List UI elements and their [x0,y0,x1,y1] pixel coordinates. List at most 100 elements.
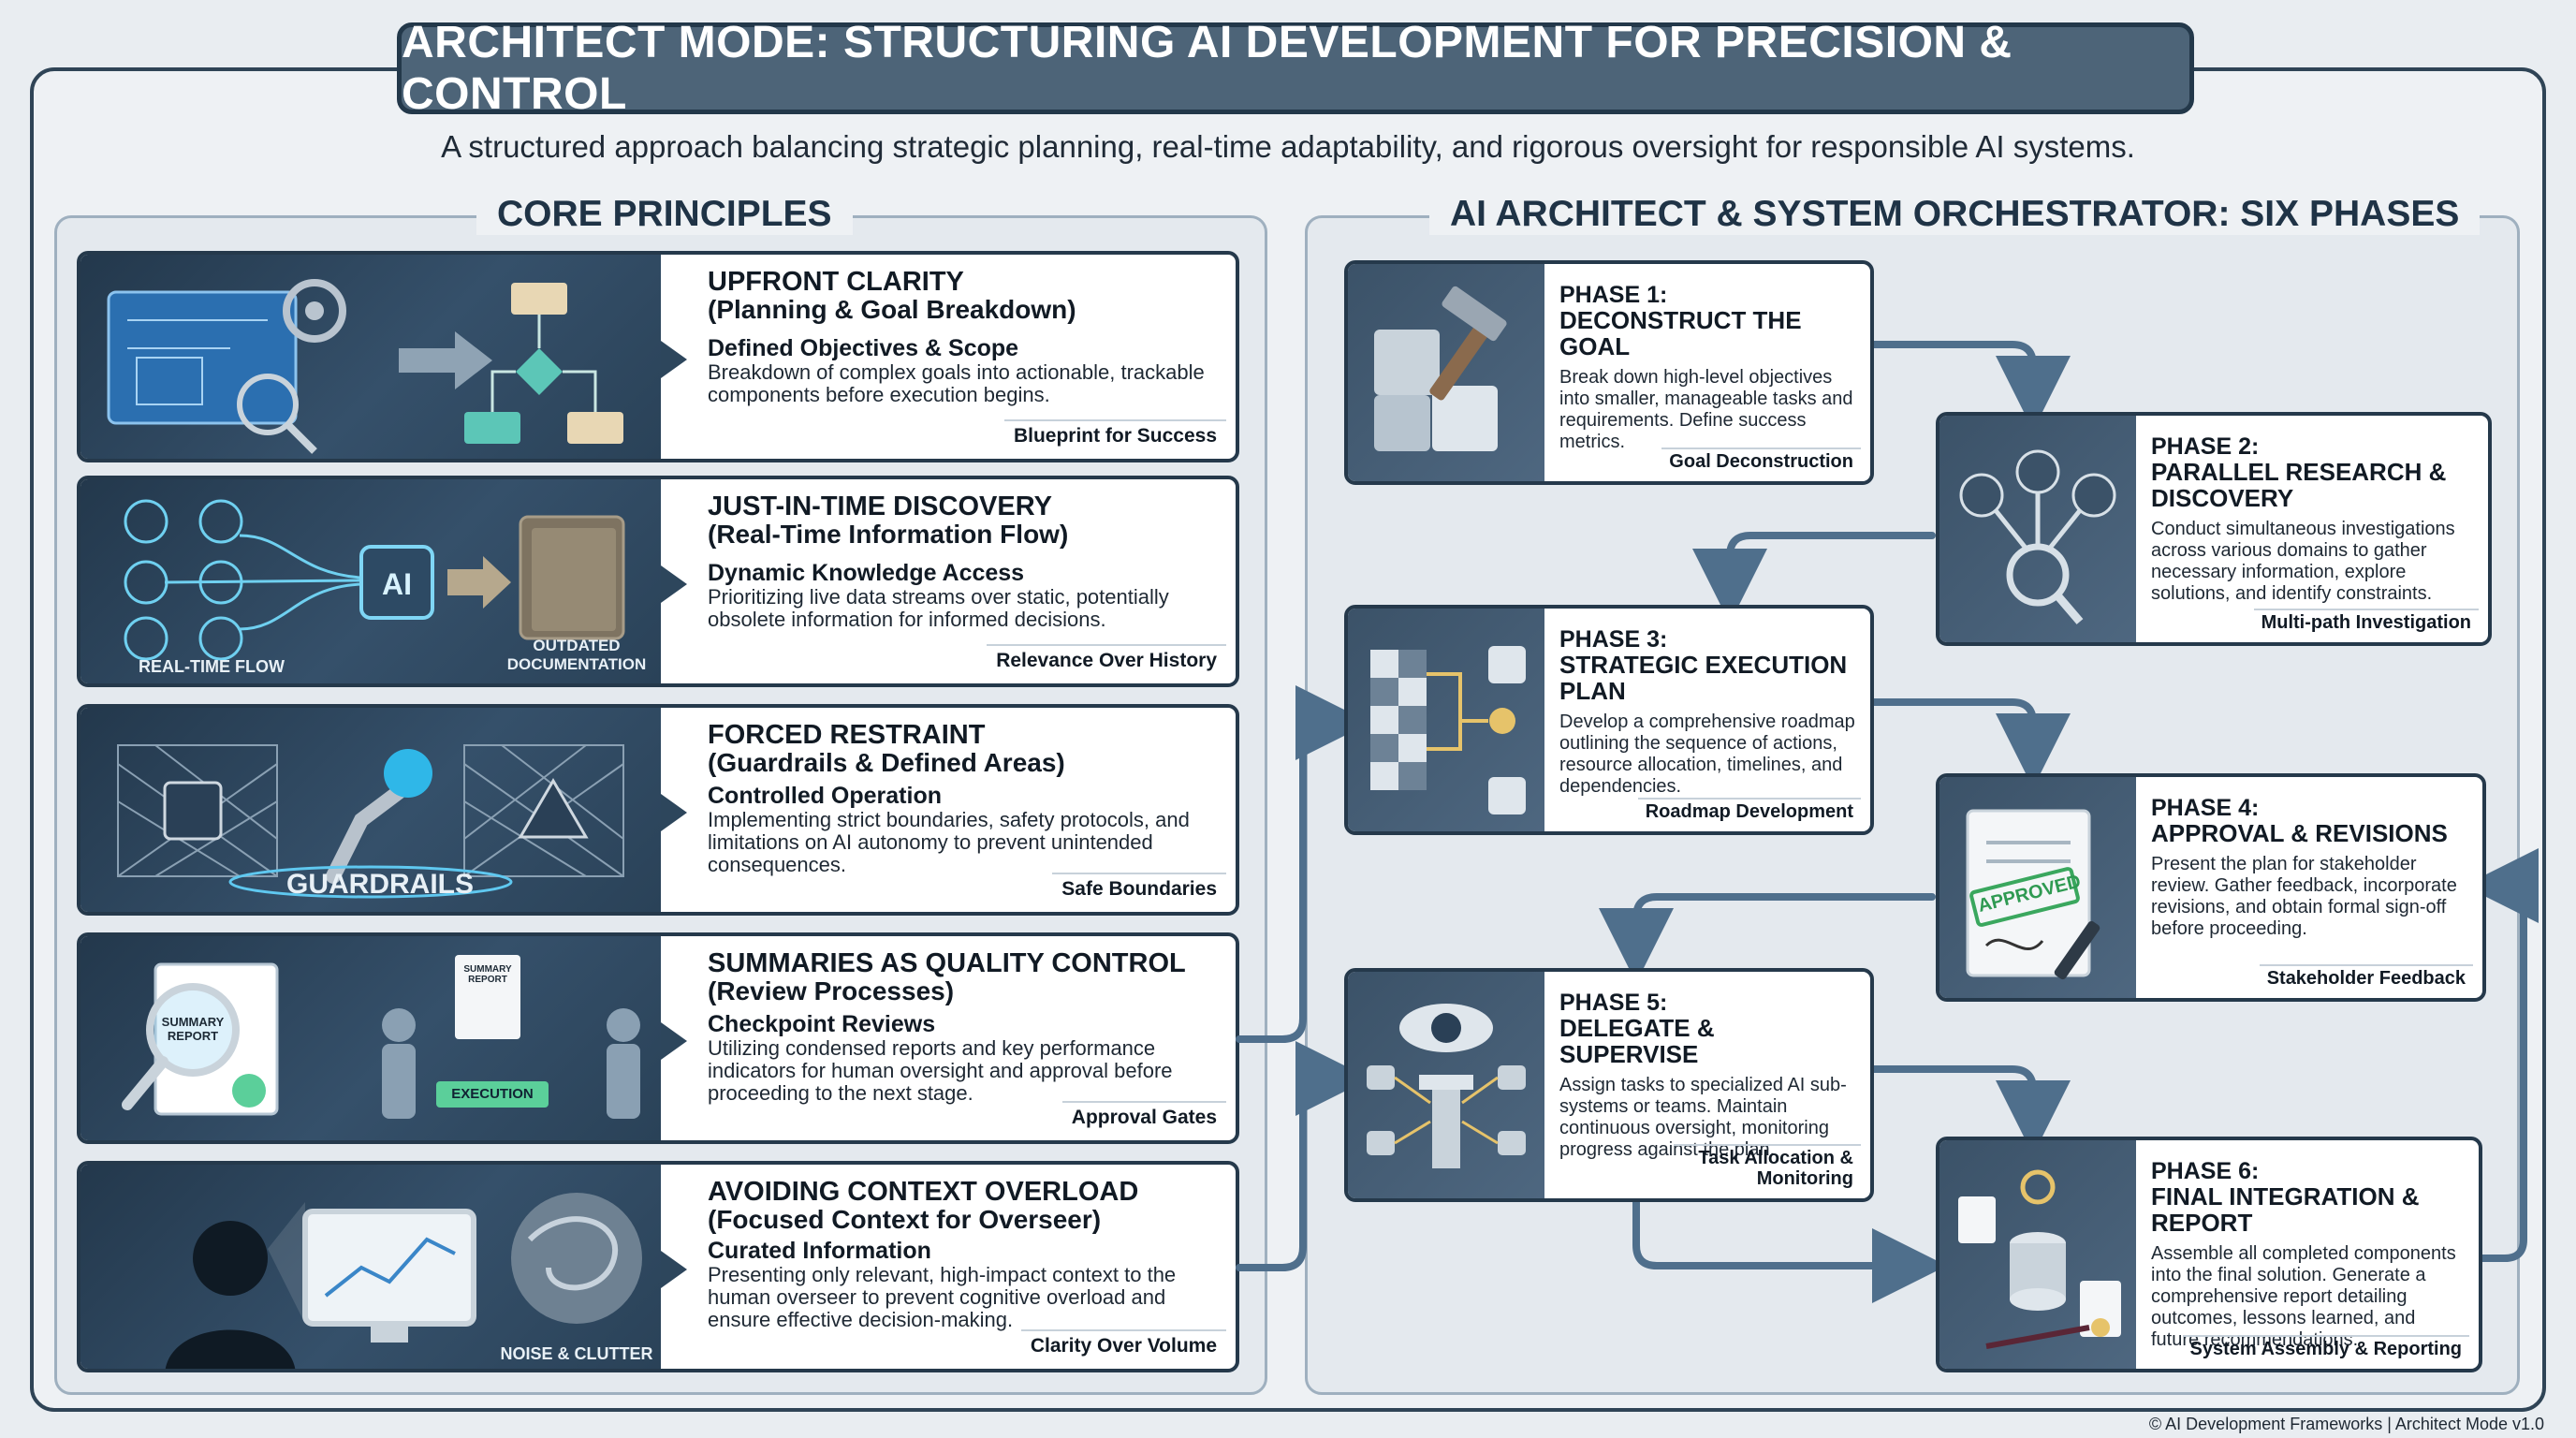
phase-label: PHASE 5: [1559,990,1668,1016]
phase-title: DECONSTRUCT THE GOAL [1559,306,1802,360]
arrow-principles-to-phase3 [1236,685,1370,1043]
puzzle-hammer-illustration [1348,264,1544,481]
page-title: ARCHITECT MODE: STRUCTURING AI DEVELOPME… [397,18,2194,119]
principle-card-forced-restraint: GUARDRAILS FORCED RESTRAINT (Guardrails … [77,704,1239,916]
guardrails-illustration: GUARDRAILS [80,708,687,912]
principle-title: JUST-IN-TIME DISCOVERY [708,492,1052,521]
principle-tag: Approval Gates [1061,1101,1226,1133]
phase-title: APPROVAL & REVISIONS [2151,819,2448,847]
phase-label: PHASE 1: [1559,282,1668,308]
arrow-phase5-to-phase6 [1870,1065,2071,1155]
phase-card-1: PHASE 1: DECONSTRUCT THE GOAL Break down… [1344,260,1874,485]
principle-subtitle: (Real-Time Information Flow) [708,520,1069,549]
phase-tag: Goal Deconstruction [1661,448,1861,474]
principle-heading: Controlled Operation [708,783,942,809]
approved-document-icon [1966,809,2100,980]
execution-label: EXECUTION [451,1086,534,1102]
phase-body: Assemble all completed components into t… [2151,1243,2456,1350]
phase-card-2: PHASE 2: PARALLEL RESEARCH & DISCOVERY C… [1936,412,2492,646]
phase-body: Conduct simultaneous investigations acro… [2151,519,2455,604]
overseer-monitor-icon [166,1193,642,1369]
principle-card-upfront-clarity: UPFRONT CLARITY (Planning & Goal Breakdo… [77,251,1239,462]
phase-body: Develop a comprehensive roadmap outlinin… [1559,712,1855,797]
phase-label: PHASE 6: [2151,1158,2260,1184]
guardrails-label: GUARDRAILS [286,869,474,900]
clipboard-label: SUMMARY REPORT [463,964,512,985]
arrow-phase5-down-to-phase6 [1632,1198,1947,1303]
delegate-supervise-illustration [1348,972,1544,1198]
summary-report-illustration: SUMMARY REPORT EXECUTION SUMMARY REPORT [80,936,687,1140]
noise-clutter-label: NOISE & CLUTTER [500,1344,653,1363]
principle-heading: Curated Information [708,1238,931,1264]
phase-card-6: PHASE 6: FINAL INTEGRATION & REPORT Asse… [1936,1137,2482,1372]
phase-tag: Multi-path Investigation [2253,609,2479,635]
principle-subtitle: (Planning & Goal Breakdown) [708,295,1076,324]
principle-subtitle: (Focused Context for Overseer) [708,1205,1102,1234]
context-overload-illustration: NOISE & CLUTTER [80,1165,687,1369]
watchtower-eye-icon [1367,1004,1526,1168]
phase-body: Break down high-level objectives into sm… [1559,367,1853,452]
arrow-phase3-to-phase4 [1870,698,2071,788]
phase-title: FINAL INTEGRATION & REPORT [2151,1182,2420,1237]
phase-card-3: PHASE 3: STRATEGIC EXECUTION PLAN Develo… [1344,605,1874,835]
principle-card-summaries: SUMMARY REPORT EXECUTION SUMMARY REPORT … [77,932,1239,1144]
summary-report-label: SUMMARY REPORT [161,1015,225,1043]
arrow-phase2-to-phase3 [1692,532,1936,624]
research-branches-icon [1959,449,2116,624]
arrow-phase6-feedback-to-phase4 [2464,848,2539,1262]
principle-card-just-in-time: REAL-TIME FLOW OUTDATED DOCUMENTATION AI… [77,476,1239,687]
realtime-flow-illustration: REAL-TIME FLOW OUTDATED DOCUMENTATION AI [80,479,687,683]
core-principles-title: CORE PRINCIPLES [476,194,853,235]
arrow-phase4-to-phase5 [1599,893,1936,983]
principle-body: Implementing strict boundaries, safety p… [708,808,1190,876]
phase-card-4: APPROVED PHASE 4: APPROVAL & REVISIONS P… [1936,773,2486,1002]
phase-card-5: PHASE 5: DELEGATE & SUPERVISE Assign tas… [1344,968,1874,1202]
phase-tag: System Assembly & Reporting [2182,1335,2469,1361]
footer-copyright: © AI Development Frameworks | Architect … [2148,1415,2544,1433]
phase-title: STRATEGIC EXECUTION PLAN [1559,651,1848,705]
page-subtitle: A structured approach balancing strategi… [441,129,2135,164]
robot-arm-fence-icon [117,744,624,899]
parallel-research-illustration [1939,416,2136,642]
principle-tag: Safe Boundaries [1052,873,1226,904]
phase-label: PHASE 3: [1559,626,1668,653]
phase-tag: Stakeholder Feedback [2259,964,2473,990]
principle-subtitle: (Guardrails & Defined Areas) [708,748,1065,777]
principle-body: Utilizing condensed reports and key perf… [708,1036,1173,1105]
puzzle-icon [1374,286,1507,451]
system-assembly-icon [1958,1169,2121,1349]
principle-card-context-overload: NOISE & CLUTTER AVOIDING CONTEXT OVERLOA… [77,1161,1239,1372]
principle-heading: Defined Objectives & Scope [708,335,1019,361]
blueprint-icon [107,279,623,454]
principle-body: Breakdown of complex goals into actionab… [708,360,1205,406]
ai-chip-label: AI [382,567,412,601]
principle-heading: Dynamic Knowledge Access [708,560,1025,586]
phase-title: PARALLEL RESEARCH & DISCOVERY [2151,458,2447,512]
phase-label: PHASE 4: [2151,795,2260,821]
principle-tag: Relevance Over History [987,644,1226,676]
phase-tag: Roadmap Development [1637,798,1861,824]
principle-subtitle: (Review Processes) [708,976,955,1005]
principle-title: AVOIDING CONTEXT OVERLOAD [708,1177,1139,1207]
report-review-icon [122,955,640,1119]
realtime-flow-label: REAL-TIME FLOW [139,657,285,676]
arrow-principles-to-phase5 [1236,1041,1370,1271]
outdated-doc-label: OUTDATED DOCUMENTATION [506,637,647,673]
principle-tag: Blueprint for Success [1003,419,1226,451]
phase-title: DELEGATE & SUPERVISE [1559,1014,1715,1068]
principle-tag: Clarity Over Volume [1020,1329,1226,1361]
phase-tag: Task Allocation & Monitoring [1674,1144,1861,1191]
principle-body: Prioritizing live data streams over stat… [708,585,1169,631]
approval-document-illustration: APPROVED [1939,777,2136,998]
principle-title: SUMMARIES AS QUALITY CONTROL [708,948,1186,978]
six-phases-title: AI ARCHITECT & SYSTEM ORCHESTRATOR: SIX … [1429,194,2481,235]
principle-body: Presenting only relevant, high-impact co… [708,1263,1177,1331]
phase-body: Present the plan for stakeholder review.… [2151,854,2457,939]
phase-label: PHASE 2: [2151,433,2260,460]
arrow-phase1-to-phase2 [1870,341,2071,431]
chess-board-icon [1370,646,1526,814]
blueprint-illustration [80,255,687,459]
chess-roadmap-illustration [1348,609,1544,831]
final-integration-illustration [1939,1140,2136,1369]
